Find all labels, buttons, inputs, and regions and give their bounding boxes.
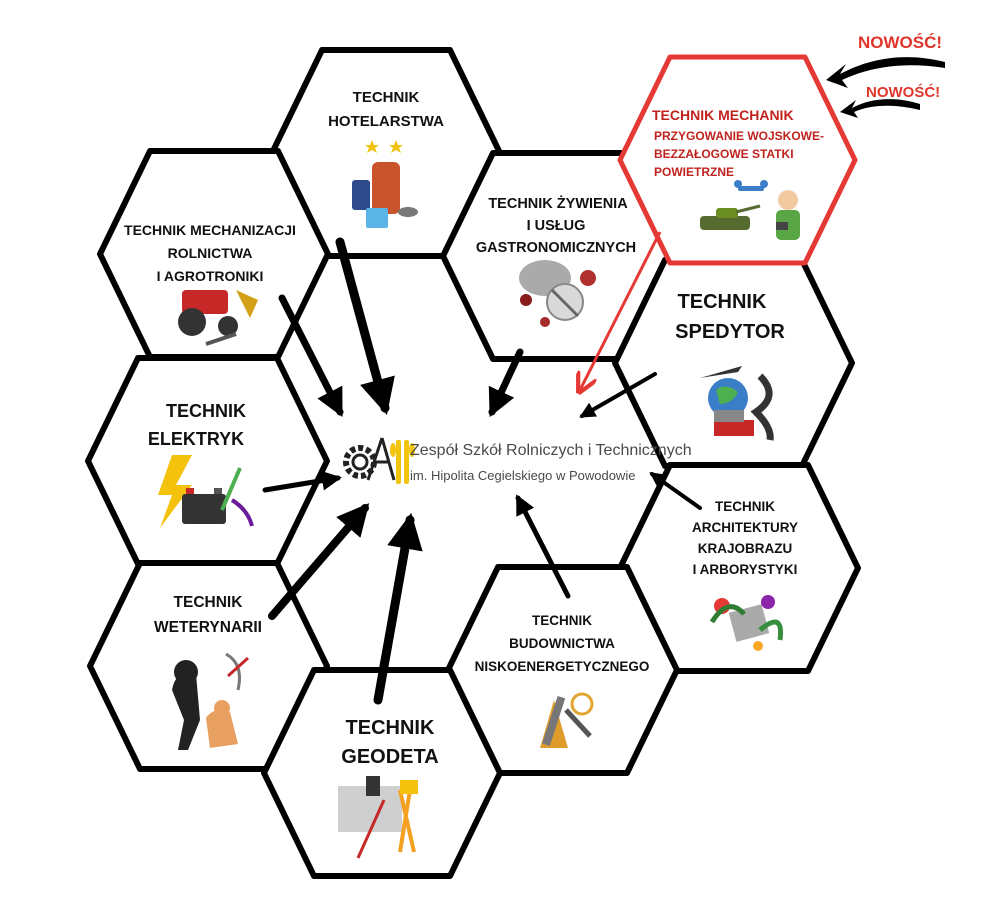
hex-spedytor: [612, 257, 855, 469]
school-name-line2: im. Hipolita Cegielskiego w Powodowie: [410, 468, 635, 483]
svg-text:TECHNIK: TECHNIK: [174, 594, 244, 611]
school-logo: Zespół Szkół Rolniczych i Technicznych i…: [343, 437, 692, 484]
hex-elektryk: [85, 355, 330, 567]
luggage-icon: [352, 140, 418, 228]
drone-tank-icon: [700, 180, 800, 240]
label-weterynarii: TECHNIK WETERYNARII: [154, 594, 262, 636]
surveying-icon: [338, 776, 418, 859]
label-budownictwa: TECHNIK BUDOWNICTWA NISKOENERGETYCZNEGO: [475, 613, 650, 674]
hex-weterynarii: [87, 560, 330, 772]
arrow-budownictwa: [515, 494, 571, 599]
svg-text:TECHNIK: TECHNIK: [353, 89, 420, 106]
svg-text:KRAJOBRAZU: KRAJOBRAZU: [698, 541, 793, 556]
arrow-hotelarstwa: [335, 237, 395, 415]
label-zywienia: TECHNIK ŻYWIENIA I USŁUG GASTRONOMICZNYC…: [476, 195, 636, 256]
label-architektury: TECHNIK ARCHITEKTURY KRAJOBRAZU I ARBORY…: [692, 499, 798, 577]
svg-text:HOTELARSTWA: HOTELARSTWA: [328, 113, 444, 130]
svg-text:TECHNIK: TECHNIK: [346, 717, 435, 739]
svg-text:GEODETA: GEODETA: [341, 746, 438, 768]
svg-text:PRZYGOWANIE WOJSKOWE-: PRZYGOWANIE WOJSKOWE-: [654, 129, 824, 143]
food-icon: [519, 260, 596, 327]
label-hotelarstwa: TECHNIK HOTELARSTWA: [328, 89, 444, 130]
electrician-icon: [158, 455, 254, 528]
svg-text:ELEKTRYK: ELEKTRYK: [148, 429, 244, 449]
compass-icon: [366, 437, 396, 481]
svg-text:I ARBORYSTYKI: I ARBORYSTYKI: [693, 562, 798, 577]
svg-text:TECHNIK: TECHNIK: [166, 401, 246, 421]
arrow-elektryk: [262, 470, 342, 493]
svg-text:TECHNIK MECHANIZACJI: TECHNIK MECHANIZACJI: [124, 222, 296, 238]
svg-text:GASTRONOMICZNYCH: GASTRONOMICZNYCH: [476, 240, 636, 256]
vet-icon: [172, 652, 250, 750]
svg-text:BEZZAŁOGOWE STATKI: BEZZAŁOGOWE STATKI: [654, 147, 794, 161]
logistics-icon: [700, 366, 774, 441]
tractor-icon: [178, 290, 258, 346]
new-badge-1: NOWOŚĆ!: [858, 33, 942, 52]
label-geodeta: TECHNIK GEODETA: [341, 717, 438, 768]
arrow-mechanizacji: [278, 294, 344, 417]
arrow-spedytor: [579, 372, 657, 418]
svg-text:TECHNIK: TECHNIK: [532, 613, 592, 628]
svg-text:WETERYNARII: WETERYNARII: [154, 619, 262, 636]
arrow-weterynarii: [268, 503, 370, 620]
arrow-zywienia: [488, 348, 524, 418]
svg-text:SPEDYTOR: SPEDYTOR: [675, 321, 785, 343]
school-name-line1: Zespół Szkół Rolniczych i Technicznych: [410, 442, 692, 459]
hex-geodeta: [261, 667, 503, 879]
new-badge-arrows: [826, 57, 945, 118]
svg-text:TECHNIK ŻYWIENIA: TECHNIK ŻYWIENIA: [488, 195, 628, 212]
svg-text:TECHNIK MECHANIK: TECHNIK MECHANIK: [652, 107, 794, 123]
label-mechanizacji: TECHNIK MECHANIZACJI ROLNICTWA I AGROTRO…: [124, 222, 296, 284]
svg-text:I USŁUG: I USŁUG: [527, 218, 586, 234]
construction-icon: [540, 692, 594, 748]
plants-icon: [709, 595, 784, 651]
label-spedytor: TECHNIK SPEDYTOR: [675, 291, 785, 343]
svg-text:POWIETRZNE: POWIETRZNE: [654, 165, 734, 179]
svg-text:TECHNIK: TECHNIK: [715, 499, 775, 514]
svg-text:NISKOENERGETYCZNEGO: NISKOENERGETYCZNEGO: [475, 659, 650, 674]
arrows: [262, 237, 702, 705]
arrow-geodeta: [373, 512, 423, 705]
wheat-icon: [390, 440, 415, 484]
arrow-architektury: [649, 472, 702, 510]
arrow-mechanik: [580, 231, 662, 390]
svg-text:I AGROTRONIKI: I AGROTRONIKI: [157, 268, 264, 284]
label-mechanik: TECHNIK MECHANIK PRZYGOWANIE WOJSKOWE- B…: [652, 107, 824, 179]
svg-text:BUDOWNICTWA: BUDOWNICTWA: [509, 636, 615, 651]
svg-text:TECHNIK: TECHNIK: [678, 291, 767, 313]
new-badge-2: NOWOŚĆ!: [866, 83, 940, 101]
svg-text:ARCHITEKTURY: ARCHITEKTURY: [692, 520, 798, 535]
svg-text:ROLNICTWA: ROLNICTWA: [168, 245, 253, 261]
label-elektryk: TECHNIK ELEKTRYK: [148, 401, 246, 449]
